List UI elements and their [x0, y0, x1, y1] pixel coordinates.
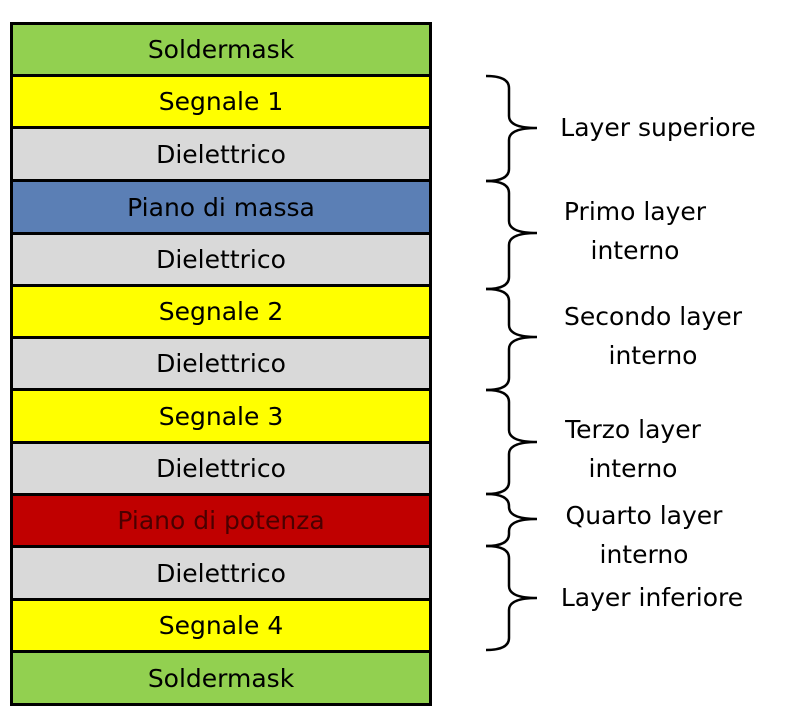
layer-label: Dielettrico [156, 454, 286, 483]
layer-label: Dielettrico [156, 349, 286, 378]
group-label-line: Primo layer [563, 197, 707, 226]
layer-1: Soldermask [13, 25, 429, 74]
group-label-5: Quarto layer interno [534, 496, 754, 574]
group-label-6: Layer inferiore [542, 578, 762, 617]
group-label-1: Layer superiore [548, 108, 768, 147]
brace-3 [485, 287, 538, 392]
group-label-line: Secondo layer [564, 302, 742, 331]
group-label-line: interno [599, 540, 689, 569]
layer-6: Segnale 2 [13, 287, 429, 336]
brace-2 [485, 179, 538, 291]
layer-label: Dielettrico [156, 139, 286, 169]
group-label-line: Terzo layer [565, 415, 701, 444]
layer-label: Dielettrico [156, 245, 286, 274]
brace-6 [485, 544, 538, 652]
group-label-line: interno [590, 236, 680, 265]
layer-label: Segnale 4 [158, 611, 284, 640]
brace-1 [485, 74, 538, 183]
layer-5: Dielettrico [13, 235, 429, 284]
layer-13: Soldermask [13, 653, 429, 703]
brace-5 [485, 492, 538, 548]
group-label-line: Layer inferiore [560, 583, 744, 612]
layer-2: Segnale 1 [13, 77, 429, 126]
layer-label: Segnale 1 [158, 87, 284, 116]
group-label-line: interno [588, 454, 678, 483]
layer-label: Segnale 2 [158, 297, 284, 326]
layer-3: Dielettrico [13, 129, 429, 179]
group-label-line: Layer superiore [560, 113, 756, 142]
layer-label: Piano di potenza [117, 506, 325, 535]
layer-11: Dielettrico [13, 548, 429, 598]
layer-12: Segnale 4 [13, 601, 429, 650]
group-label-3: Secondo layer interno [543, 297, 763, 375]
layer-label: Dielettrico [156, 558, 286, 588]
layer-7: Dielettrico [13, 339, 429, 388]
layer-label: Soldermask [147, 663, 295, 693]
layer-label: Piano di massa [127, 192, 315, 222]
layer-10: Piano di potenza [13, 496, 429, 545]
layer-label: Soldermask [147, 35, 295, 64]
group-label-4: Terzo layer interno [523, 410, 743, 488]
group-label-2: Primo layer interno [525, 192, 745, 270]
layer-4: Piano di massa [13, 182, 429, 232]
layer-8: Segnale 3 [13, 391, 429, 441]
brace-4 [485, 388, 538, 496]
layer-9: Dielettrico [13, 444, 429, 493]
group-label-line: Quarto layer [565, 501, 723, 530]
group-label-line: interno [608, 341, 698, 370]
layer-label: Segnale 3 [158, 401, 284, 431]
